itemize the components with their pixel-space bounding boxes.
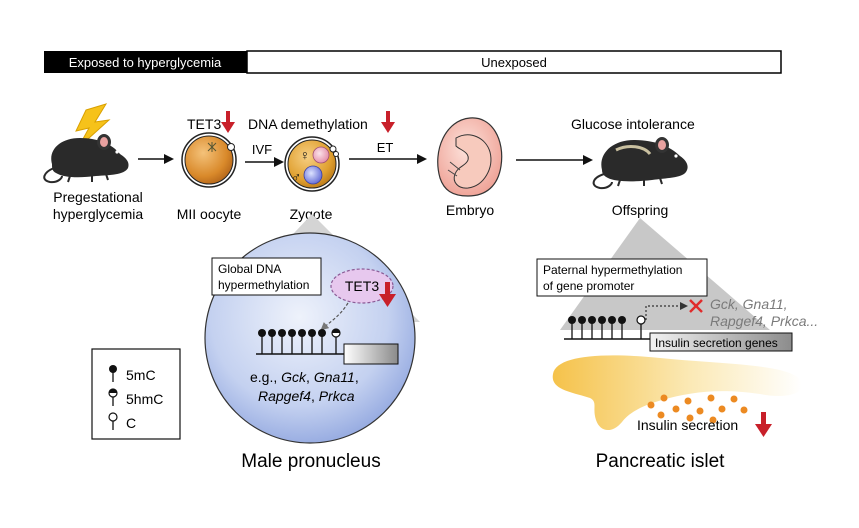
legend-5hmc-icon bbox=[108, 388, 118, 406]
insulin-granule bbox=[696, 407, 704, 415]
pancreatic-islet-shape bbox=[552, 355, 802, 431]
demethylation-down-arrow-icon bbox=[381, 111, 395, 133]
legend-c-label: C bbox=[126, 415, 136, 431]
glucose-intolerance-label: Glucose intolerance bbox=[571, 116, 695, 132]
pregestational-label: Pregestational bbox=[53, 189, 143, 205]
global-dna-label-line2: hypermethylation bbox=[218, 278, 309, 292]
pronucleus-dna-strand bbox=[256, 328, 399, 365]
insulin-granules bbox=[647, 394, 748, 424]
methyl-lollipop-5mc bbox=[588, 316, 596, 339]
male-symbol: ♂ bbox=[291, 169, 302, 185]
example-genes-line2: Rapgef4, Prkca bbox=[258, 388, 355, 404]
exposed-segment bbox=[44, 51, 247, 73]
insulin-granule bbox=[657, 411, 665, 419]
methyl-lollipop-5mc bbox=[318, 329, 326, 354]
methyl-lollipop-5hmc bbox=[331, 328, 341, 354]
insulin-granule bbox=[647, 401, 655, 409]
gene-sep-3: , bbox=[311, 388, 319, 404]
methyl-lollipop-5mc bbox=[618, 316, 626, 339]
methyl-lollipop-5mc bbox=[598, 316, 606, 339]
ivf-label: IVF bbox=[252, 142, 272, 157]
methyl-lollipop-c bbox=[636, 315, 646, 339]
insulin-granule bbox=[707, 394, 715, 402]
oocyte-label: MII oocyte bbox=[177, 206, 242, 222]
methyl-lollipop-5mc bbox=[258, 329, 266, 354]
lightning-bolt-icon bbox=[75, 103, 111, 149]
methylation-legend: 5mC 5hmC C bbox=[91, 348, 181, 440]
embryo-label: Embryo bbox=[446, 202, 494, 218]
insulin-genes-bar bbox=[649, 332, 793, 352]
legend-5hmc-label: 5hmC bbox=[126, 391, 163, 407]
insulin-granule bbox=[740, 406, 748, 414]
global-dna-hypermethylation-box: Global DNA hypermethylation bbox=[211, 257, 322, 296]
exposed-label: Exposed to hyperglycemia bbox=[69, 55, 222, 70]
hyperglycemia-label: hyperglycemia bbox=[53, 206, 143, 222]
insulin-granule bbox=[709, 416, 717, 424]
insulin-down-arrow-icon bbox=[755, 412, 772, 437]
exposure-banner: Exposed to hyperglycemia Unexposed bbox=[44, 50, 782, 74]
insulin-granule bbox=[730, 395, 738, 403]
methyl-lollipop-5mc bbox=[268, 329, 276, 354]
legend-c-icon bbox=[108, 412, 118, 430]
insulin-granule bbox=[660, 394, 668, 402]
methyl-lollipop-5mc bbox=[608, 316, 616, 339]
insulin-secretion-label: Insulin secretion bbox=[637, 417, 738, 433]
dna-demethylation-label: DNA demethylation bbox=[248, 116, 368, 132]
zygote-label: Zygote bbox=[290, 206, 333, 222]
pancreatic-islet-title: Pancreatic islet bbox=[596, 451, 726, 472]
insulin-granule bbox=[718, 405, 726, 413]
tet3-bubble: TET3 bbox=[330, 268, 394, 304]
offspring-mouse-icon bbox=[592, 137, 688, 190]
blocked-x-icon bbox=[689, 299, 703, 313]
methyl-lollipop-5mc bbox=[578, 316, 586, 339]
legend-5mc-label: 5mC bbox=[126, 367, 156, 383]
paternal-label-line1: Paternal hypermethylation bbox=[543, 263, 682, 277]
gene-rapgef4: Rapgef4 bbox=[258, 388, 311, 404]
mii-oocyte-icon bbox=[181, 132, 237, 188]
islet-genes-line2: Rapgef4, Prkca... bbox=[710, 313, 818, 329]
gene-sep-2: , bbox=[355, 369, 359, 385]
embryo-icon bbox=[437, 117, 503, 197]
eg-prefix: e.g., bbox=[250, 369, 281, 385]
transcription-dotted-arrow bbox=[645, 302, 688, 320]
gene-prkca: Prkca bbox=[319, 388, 355, 404]
methyl-lollipop-5mc bbox=[288, 329, 296, 354]
female-pronucleus bbox=[312, 146, 330, 164]
female-symbol: ♀ bbox=[300, 147, 311, 163]
gene-gck: Gck bbox=[281, 369, 307, 385]
unexposed-segment bbox=[246, 50, 782, 74]
tet3-label: TET3 bbox=[187, 116, 221, 132]
insulin-granule bbox=[684, 397, 692, 405]
male-pronucleus bbox=[303, 165, 323, 185]
male-pronucleus-title: Male pronucleus bbox=[241, 451, 380, 472]
global-dna-label-line1: Global DNA bbox=[218, 262, 281, 276]
tet3-down-arrow-icon bbox=[221, 111, 235, 133]
tet3-bubble-label: TET3 bbox=[345, 278, 379, 294]
paternal-label-line2: of gene promoter bbox=[543, 279, 634, 293]
tet3-bubble-down-arrow-icon bbox=[379, 282, 396, 307]
unexposed-label: Unexposed bbox=[481, 55, 547, 70]
methyl-lollipop-5mc bbox=[298, 329, 306, 354]
methyl-lollipop-5mc bbox=[568, 316, 576, 339]
offspring-label: Offspring bbox=[612, 202, 669, 218]
hyperglycemic-mouse-icon bbox=[43, 134, 129, 184]
et-label: ET bbox=[377, 140, 394, 155]
gene-body-box bbox=[343, 343, 399, 365]
methyl-lollipop-5mc bbox=[278, 329, 286, 354]
gene-gna11: Gna11 bbox=[314, 369, 355, 385]
gene-sep-1: , bbox=[306, 369, 314, 385]
legend-5mc-icon bbox=[109, 365, 117, 382]
zygote-icon bbox=[284, 136, 340, 192]
insulin-genes-label: Insulin secretion genes bbox=[655, 336, 778, 350]
islet-dna-strand: Insulin secretion genes bbox=[564, 315, 793, 352]
tet3-to-dna-arrow bbox=[320, 302, 349, 331]
example-genes-line1: e.g., Gck, Gna11, bbox=[250, 369, 359, 385]
islet-genes-line1: Gck, Gna11, bbox=[710, 296, 788, 312]
methyl-lollipop-5mc bbox=[308, 329, 316, 354]
insulin-granule bbox=[672, 405, 680, 413]
paternal-hypermethylation-box: Paternal hypermethylation of gene promot… bbox=[536, 258, 708, 297]
insulin-granule bbox=[686, 414, 694, 422]
